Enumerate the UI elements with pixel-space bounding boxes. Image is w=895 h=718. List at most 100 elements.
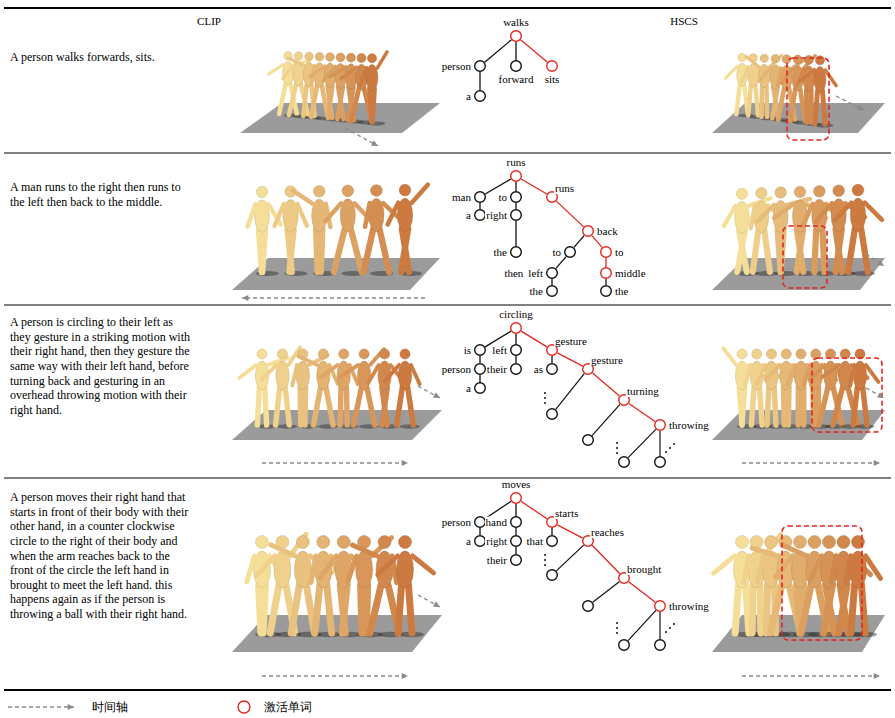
word-circle-outline (511, 323, 522, 334)
figure-leg (774, 388, 776, 425)
figure-head (359, 349, 369, 359)
figure-head (357, 53, 366, 62)
word-circle-outline (583, 226, 594, 237)
figure-leg (836, 229, 842, 272)
word-circle (582, 225, 594, 237)
word-circle (546, 60, 558, 72)
word-circle-outline (475, 91, 486, 102)
figure-arm (385, 365, 399, 381)
figure-shadow (400, 424, 420, 428)
ellipsis-dot (544, 402, 546, 404)
word-circle (474, 535, 486, 547)
tree-branch (659, 612, 660, 639)
figure-leg (257, 388, 259, 425)
tree-omitted-parts (544, 374, 675, 651)
figure-head (339, 349, 349, 359)
figure-head (256, 536, 269, 549)
figure-leg (382, 388, 387, 425)
figure-head (852, 184, 864, 196)
tree-word: man (451, 192, 472, 203)
figure-head (794, 186, 805, 197)
time-arrow-head (857, 104, 864, 110)
word-circle-outline (511, 536, 522, 547)
human-figure (745, 349, 780, 429)
figure-leg (851, 585, 855, 633)
figure-leg (265, 388, 267, 425)
figure-leg (759, 86, 764, 117)
human-figure (364, 185, 401, 276)
word-circle (510, 246, 522, 258)
figure-shadow (852, 271, 875, 276)
figure-arm (247, 204, 255, 226)
tree-word-node: a (474, 209, 486, 221)
tree-word: a (465, 210, 472, 221)
tree-word: hand (485, 517, 508, 528)
empty-word-circle (619, 640, 630, 651)
figure-leg (833, 388, 843, 425)
figure-head (765, 536, 778, 549)
time-arrow-line (242, 297, 425, 298)
word-circle (510, 516, 522, 528)
figure-leg (408, 388, 414, 425)
figure-arm (803, 365, 809, 385)
empty-word-circle (583, 435, 594, 446)
word-circle-outline (475, 192, 486, 203)
figure-leg (372, 88, 374, 122)
word-circle (546, 285, 558, 297)
figure-leg (751, 388, 754, 425)
word-circle (564, 246, 576, 258)
figure-leg (848, 388, 858, 425)
word-circle (474, 60, 486, 72)
figure-arm (803, 204, 813, 226)
tree-branch (521, 179, 547, 194)
tree-word: turning (626, 386, 660, 397)
figure-leg (848, 229, 855, 272)
word-circle-outline (511, 345, 522, 356)
human-figure (388, 184, 428, 276)
figure-head (257, 349, 267, 359)
figure-leg (755, 85, 758, 115)
figure-head (399, 536, 412, 549)
word-circle-outline (511, 247, 522, 258)
figure-arm (810, 556, 821, 581)
figure-head (315, 52, 324, 61)
tree-word: to (614, 247, 625, 258)
time-arrow-head (433, 601, 440, 607)
figure-leg (809, 90, 814, 123)
tree-word: back (596, 226, 619, 237)
figure-head (737, 349, 747, 359)
human-figure (368, 349, 403, 429)
figure-leg (380, 229, 390, 272)
figure-arm (825, 70, 836, 85)
word-circle (510, 363, 522, 375)
tree-branch (479, 528, 480, 535)
tree-word-node: to (564, 246, 576, 258)
word-circle (600, 246, 612, 258)
human-figure (816, 185, 865, 276)
figure-head (317, 536, 330, 549)
figure-head (337, 536, 350, 549)
figure-head (256, 186, 267, 197)
motion-illustration (712, 184, 885, 290)
figure-leg (764, 86, 769, 117)
figure-leg (302, 388, 308, 425)
tree-word: to (497, 192, 508, 203)
human-figure (269, 52, 310, 118)
tree-word: moves (501, 479, 532, 490)
tree-branch (556, 374, 585, 410)
time-arrow-head (877, 260, 884, 266)
word-circle (510, 170, 522, 182)
motion-description: A man runs to the right then runs to the… (10, 180, 195, 209)
time-arrow-line (262, 462, 408, 463)
figure-arm (866, 556, 881, 578)
word-circle (654, 600, 666, 612)
figure-arm (271, 545, 296, 556)
tree-branch (521, 331, 547, 347)
figure-leg (316, 229, 317, 272)
word-circle (600, 285, 612, 297)
word-circle-outline (511, 364, 522, 375)
tree-branch (557, 525, 582, 538)
legend-samples (8, 701, 250, 713)
word-circle-outline (475, 345, 486, 356)
word-circle-outline (475, 61, 486, 72)
